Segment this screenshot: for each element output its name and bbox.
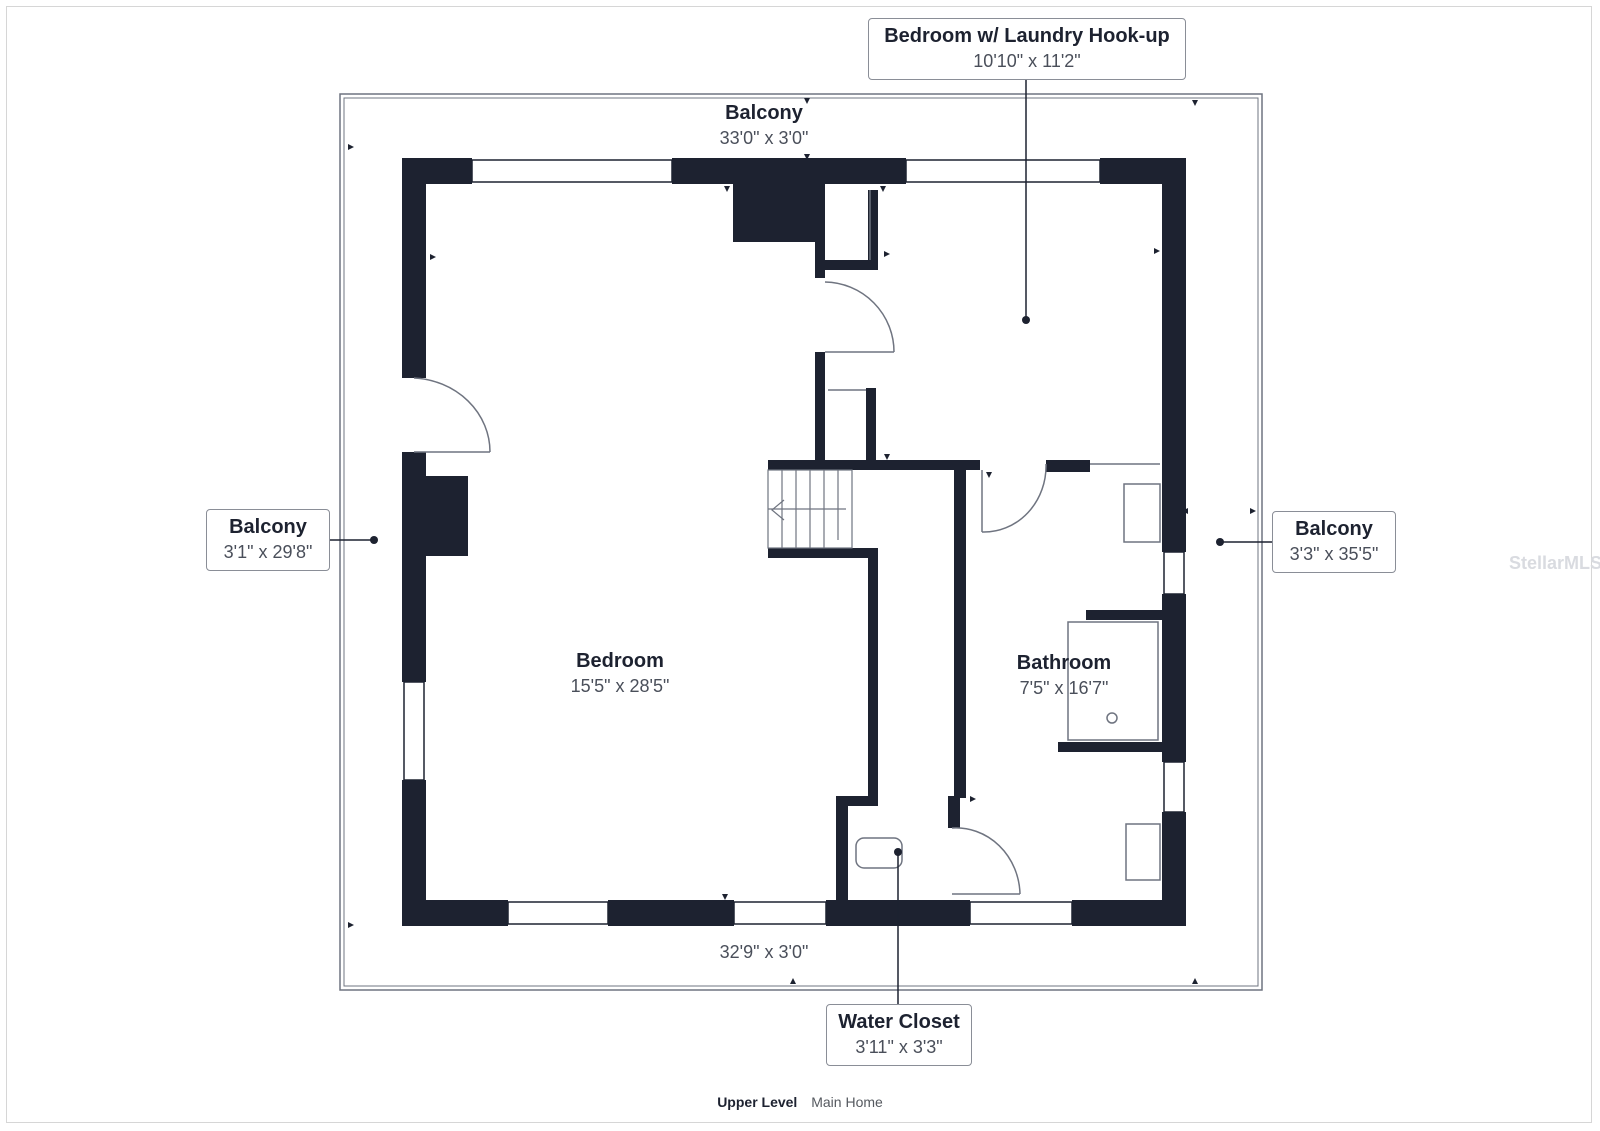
room-dims: 33'0" x 3'0" — [719, 128, 809, 148]
level-name: Upper Level — [717, 1094, 798, 1110]
room-callout-water-closet: Water Closet 3'11" x 3'3" — [826, 1004, 972, 1066]
room-label-bathroom: Bathroom 7'5" x 16'7" — [984, 650, 1144, 700]
watermark: StellarMLS — [1509, 553, 1600, 573]
room-callout-balcony-left: Balcony 3'1" x 29'8" — [206, 509, 330, 571]
leader-dots — [370, 316, 1224, 856]
room-name: Balcony — [1295, 518, 1373, 540]
room-label-bedroom: Bedroom 15'5" x 28'5" — [520, 648, 720, 698]
room-label-balcony-top: Balcony 33'0" x 3'0" — [664, 100, 864, 150]
room-dims: 15'5" x 28'5" — [570, 676, 670, 696]
windows — [403, 159, 1185, 925]
room-dims: 3'11" x 3'3" — [855, 1037, 943, 1057]
leader-lines — [328, 78, 1272, 1004]
room-dims: 32'9" x 3'0" — [719, 942, 809, 962]
dimension-ticks — [348, 98, 1256, 984]
room-dims: 3'1" x 29'8" — [223, 542, 313, 562]
room-label-balcony-bottom: 32'9" x 3'0" — [664, 940, 864, 964]
room-callout-balcony-right: Balcony 3'3" x 35'5" — [1272, 511, 1396, 573]
room-callout-bedroom-laundry: Bedroom w/ Laundry Hook-up 10'10" x 11'2… — [868, 18, 1186, 80]
image-frame — [6, 6, 1592, 1123]
room-dims: 7'5" x 16'7" — [1019, 678, 1109, 698]
doors — [413, 281, 1047, 895]
room-name: Balcony — [229, 516, 307, 538]
room-name: Bedroom — [576, 650, 664, 672]
room-dims: 10'10" x 11'2" — [973, 51, 1081, 71]
room-name: Bathroom — [1016, 652, 1112, 674]
interior-walls — [768, 184, 1162, 900]
room-name: Water Closet — [838, 1011, 960, 1033]
fixtures — [855, 483, 1161, 881]
level-caption: Upper Level Main Home — [0, 1094, 1600, 1110]
home-name: Main Home — [811, 1094, 883, 1110]
room-dims: 3'3" x 35'5" — [1289, 544, 1379, 564]
stairs — [767, 469, 853, 549]
room-name: Bedroom w/ Laundry Hook-up — [884, 25, 1170, 47]
room-name: Balcony — [725, 102, 803, 124]
exterior-walls — [402, 158, 1186, 926]
